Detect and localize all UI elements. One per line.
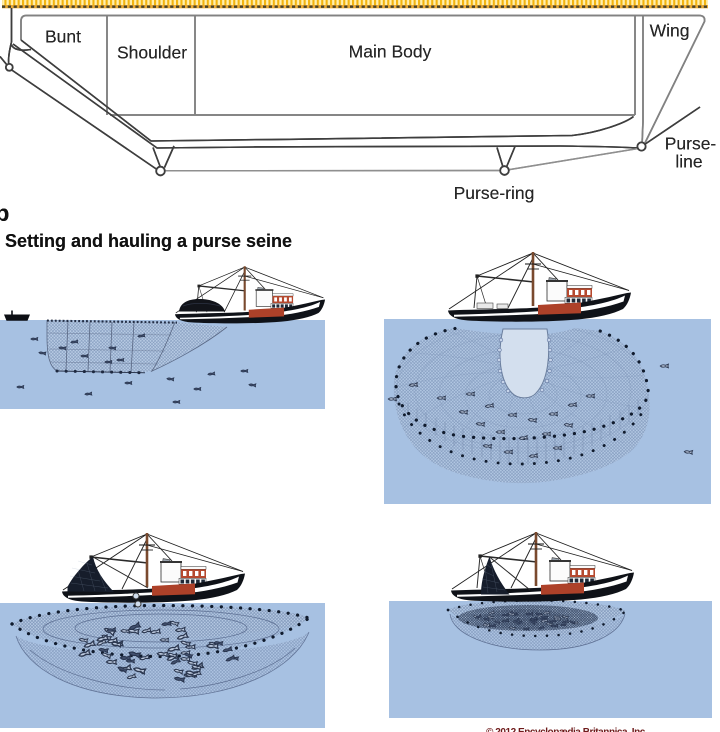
svg-text:line: line [675, 152, 702, 172]
svg-text:Wing: Wing [650, 21, 690, 41]
svg-text:Purse-ring: Purse-ring [454, 183, 535, 203]
svg-text:Setting and hauling a purse se: Setting and hauling a purse seine [5, 231, 292, 251]
svg-text:Wing: Wing [650, 21, 690, 41]
svg-text:Purse-: Purse- [665, 134, 717, 154]
svg-text:Setting and hauling a purse se: Setting and hauling a purse seine [5, 231, 292, 251]
svg-text:Purse-ring: Purse-ring [454, 183, 535, 203]
svg-text:Purse-: Purse- [665, 134, 717, 154]
svg-text:Bunt: Bunt [45, 27, 81, 47]
svg-text:b: b [0, 200, 9, 226]
svg-text:Shoulder: Shoulder [117, 43, 187, 63]
svg-text:line: line [675, 152, 702, 172]
svg-text:Shoulder: Shoulder [117, 43, 187, 63]
svg-text:© 2012 Encyclopædia Britannica: © 2012 Encyclopædia Britannica, Inc. [486, 727, 648, 732]
svg-text:b: b [0, 200, 9, 226]
svg-text:Main Body: Main Body [349, 42, 432, 62]
svg-text:Main Body: Main Body [349, 42, 432, 62]
svg-text:Bunt: Bunt [45, 27, 81, 47]
